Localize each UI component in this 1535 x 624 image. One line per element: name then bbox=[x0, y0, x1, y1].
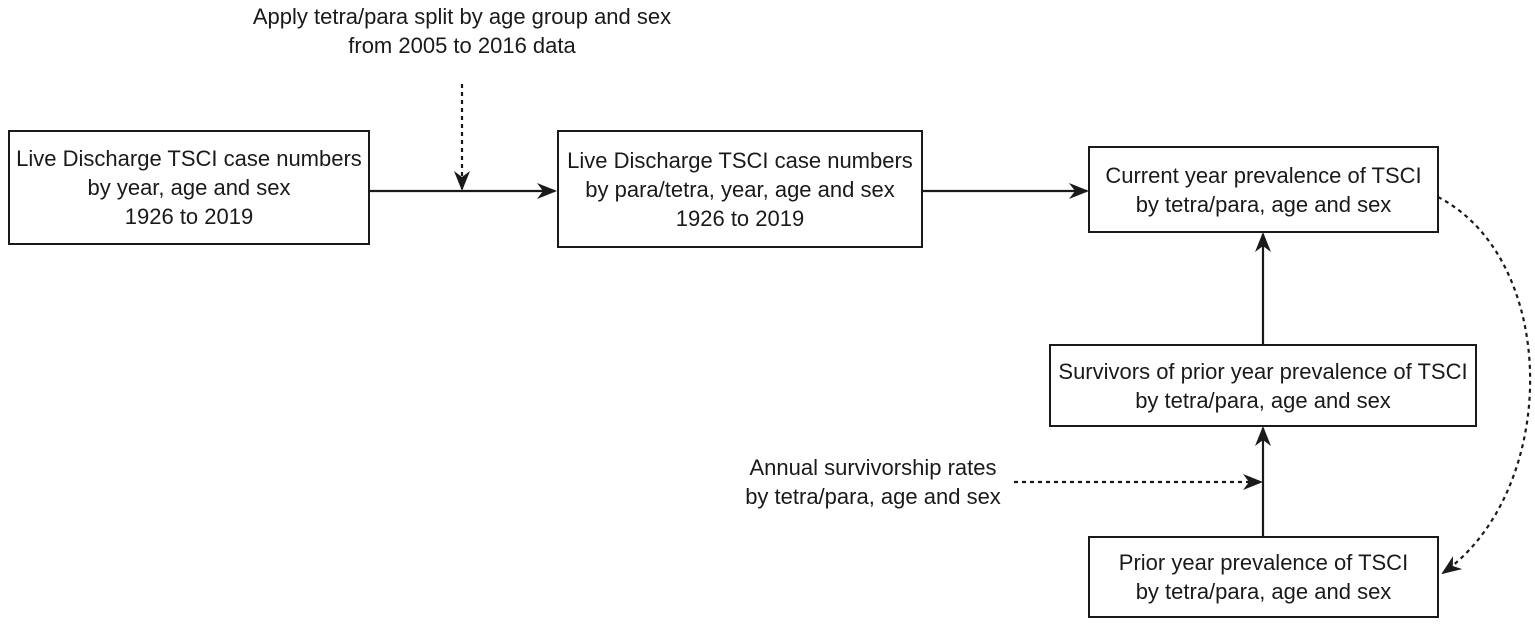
node-text-line: Live Discharge TSCI case numbers bbox=[567, 147, 913, 173]
node-live-discharge-split: Live Discharge TSCI case numbers by para… bbox=[557, 130, 923, 248]
node-text-line: 1926 to 2019 bbox=[675, 205, 805, 231]
node-text-line: 1926 to 2019 bbox=[124, 204, 254, 229]
node-current-prevalence: Current year prevalence of TSCI by tetra… bbox=[1088, 146, 1439, 233]
node-text-line: by tetra/para, age and sex bbox=[1135, 191, 1392, 217]
node-text-line: by para/tetra, year, age and sex bbox=[585, 176, 895, 202]
node-text-line: Survivors of prior year prevalence of TS… bbox=[1058, 358, 1468, 384]
node-live-discharge: Live Discharge TSCI case numbers by year… bbox=[8, 130, 370, 245]
node-text-line: Live Discharge TSCI case numbers bbox=[16, 146, 362, 171]
node-survivors-prior: Survivors of prior year prevalence of TS… bbox=[1049, 344, 1477, 427]
annotation-survivorship-rates: Annual survivorship rates by tetra/para,… bbox=[728, 453, 1018, 511]
annotation-line: from 2005 to 2016 data bbox=[348, 33, 576, 58]
annotation-line: Annual survivorship rates bbox=[749, 455, 997, 480]
node-text-line: Prior year prevalence of TSCI bbox=[1118, 550, 1409, 575]
node-text-line: by year, age and sex bbox=[87, 175, 291, 200]
annotation-tetra-para-split: Apply tetra/para split by age group and … bbox=[222, 2, 702, 60]
node-text-line: by tetra/para, age and sex bbox=[1135, 579, 1392, 604]
annotation-line: by tetra/para, age and sex bbox=[745, 484, 1001, 509]
node-text-line: by tetra/para, age and sex bbox=[1135, 387, 1391, 413]
node-prior-prevalence: Prior year prevalence of TSCI by tetra/p… bbox=[1088, 536, 1439, 618]
node-text-line: Current year prevalence of TSCI bbox=[1105, 162, 1422, 188]
annotation-line: Apply tetra/para split by age group and … bbox=[252, 4, 672, 29]
